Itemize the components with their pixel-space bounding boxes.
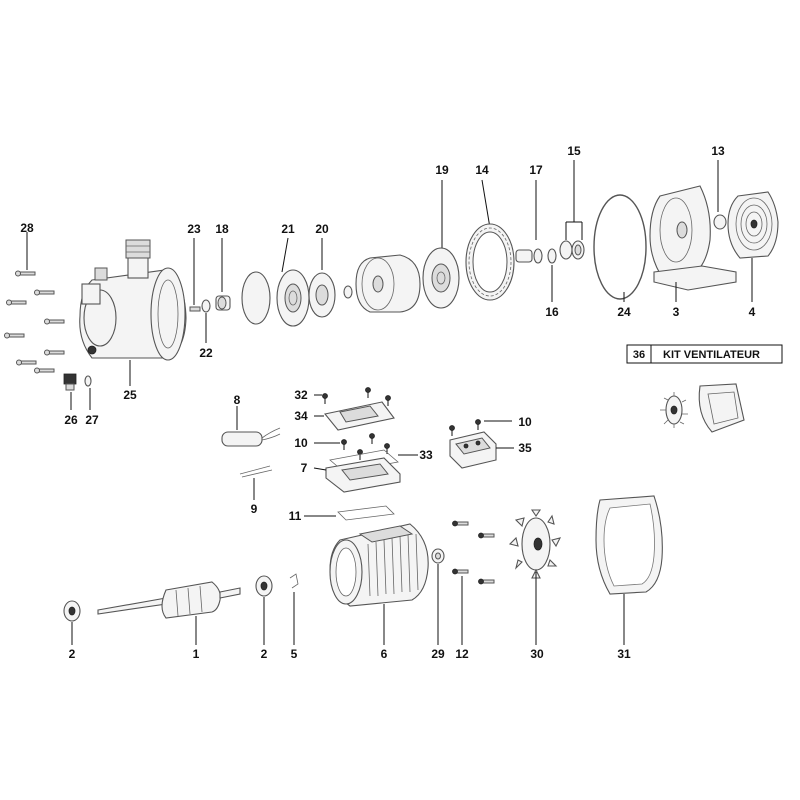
part-22-washer <box>201 299 211 343</box>
kit-fan-cover-small <box>698 383 745 433</box>
label-13: 13 <box>711 144 725 158</box>
part-17-sleeve <box>515 180 543 264</box>
part-27-seal-ring <box>84 375 92 410</box>
part-18-bushing <box>215 238 231 311</box>
part-12-screws <box>452 520 495 645</box>
label-9: 9 <box>251 502 258 516</box>
part-10-screw-right <box>475 419 512 430</box>
label-16: 16 <box>545 305 559 319</box>
label-14: 14 <box>475 163 489 177</box>
part-31-fan-cover <box>595 495 663 645</box>
part-5-clip <box>289 573 299 645</box>
part-11-label-plate <box>304 505 395 521</box>
kit-label: KIT VENTILATEUR <box>663 349 760 361</box>
label-28: 28 <box>20 221 34 235</box>
part-1-rotor-shaft <box>97 581 241 645</box>
part-19-stage <box>355 180 460 313</box>
label-6: 6 <box>381 647 388 661</box>
kit-fan-small <box>660 392 688 428</box>
part-21-diffuser <box>241 237 310 327</box>
label-24: 24 <box>617 305 631 319</box>
kit-number: 36 <box>633 349 645 361</box>
label-11: 11 <box>289 509 302 523</box>
label-30: 30 <box>530 647 544 661</box>
part-30-fan <box>508 509 562 645</box>
part-34-terminal-lid <box>314 401 395 431</box>
label-35: 35 <box>518 441 532 455</box>
part-15-mechanical-seal <box>559 160 585 260</box>
part-2-bearing-right <box>255 575 273 645</box>
part-4-grille-cover <box>727 191 779 302</box>
label-3: 3 <box>673 305 680 319</box>
part-10-screws-left <box>314 433 390 460</box>
part-7-terminal-base <box>313 457 401 493</box>
label-2-left: 2 <box>69 647 76 661</box>
label-23: 23 <box>187 222 201 236</box>
label-26: 26 <box>64 413 78 427</box>
part-3-flange <box>649 185 737 302</box>
kit-ventilateur-box: 36 KIT VENTILATEUR <box>626 344 783 364</box>
label-7: 7 <box>301 461 308 475</box>
part-16-washer <box>547 248 557 302</box>
label-21: 21 <box>281 222 295 236</box>
label-27: 27 <box>85 413 99 427</box>
label-22: 22 <box>199 346 213 360</box>
part-number-labels: 28 25 26 27 23 22 18 21 20 19 14 17 16 1… <box>20 144 755 661</box>
part-20-impeller <box>308 238 353 318</box>
label-33: 33 <box>419 448 433 462</box>
label-25: 25 <box>123 388 137 402</box>
part-28-screws <box>4 232 65 374</box>
part-8-capacitor <box>221 406 281 447</box>
part-29-washer <box>431 548 445 645</box>
label-17: 17 <box>529 163 543 177</box>
part-26-drain-plug <box>63 373 77 410</box>
label-10-left: 10 <box>294 436 308 450</box>
label-12: 12 <box>455 647 469 661</box>
label-34: 34 <box>294 409 308 423</box>
label-18: 18 <box>215 222 229 236</box>
label-29: 29 <box>431 647 445 661</box>
label-20: 20 <box>315 222 329 236</box>
part-32-screws <box>314 387 391 406</box>
label-5: 5 <box>291 647 298 661</box>
part-9-wires <box>239 465 273 500</box>
label-1: 1 <box>193 647 200 661</box>
part-25-pump-body <box>79 239 187 386</box>
label-19: 19 <box>435 163 449 177</box>
label-15: 15 <box>567 144 581 158</box>
part-23-screw <box>189 238 201 312</box>
part-14-wear-ring <box>465 179 515 301</box>
label-32: 32 <box>294 388 308 402</box>
label-10-right: 10 <box>518 415 532 429</box>
part-2-bearing-left <box>63 600 81 645</box>
label-31: 31 <box>617 647 631 661</box>
label-4: 4 <box>749 305 756 319</box>
part-35-terminal-block <box>449 425 514 469</box>
part-13-washer <box>713 160 727 230</box>
label-2-right: 2 <box>261 647 268 661</box>
part-24-o-ring <box>593 194 647 302</box>
label-8: 8 <box>234 393 241 407</box>
part-6-motor-housing <box>329 523 429 645</box>
